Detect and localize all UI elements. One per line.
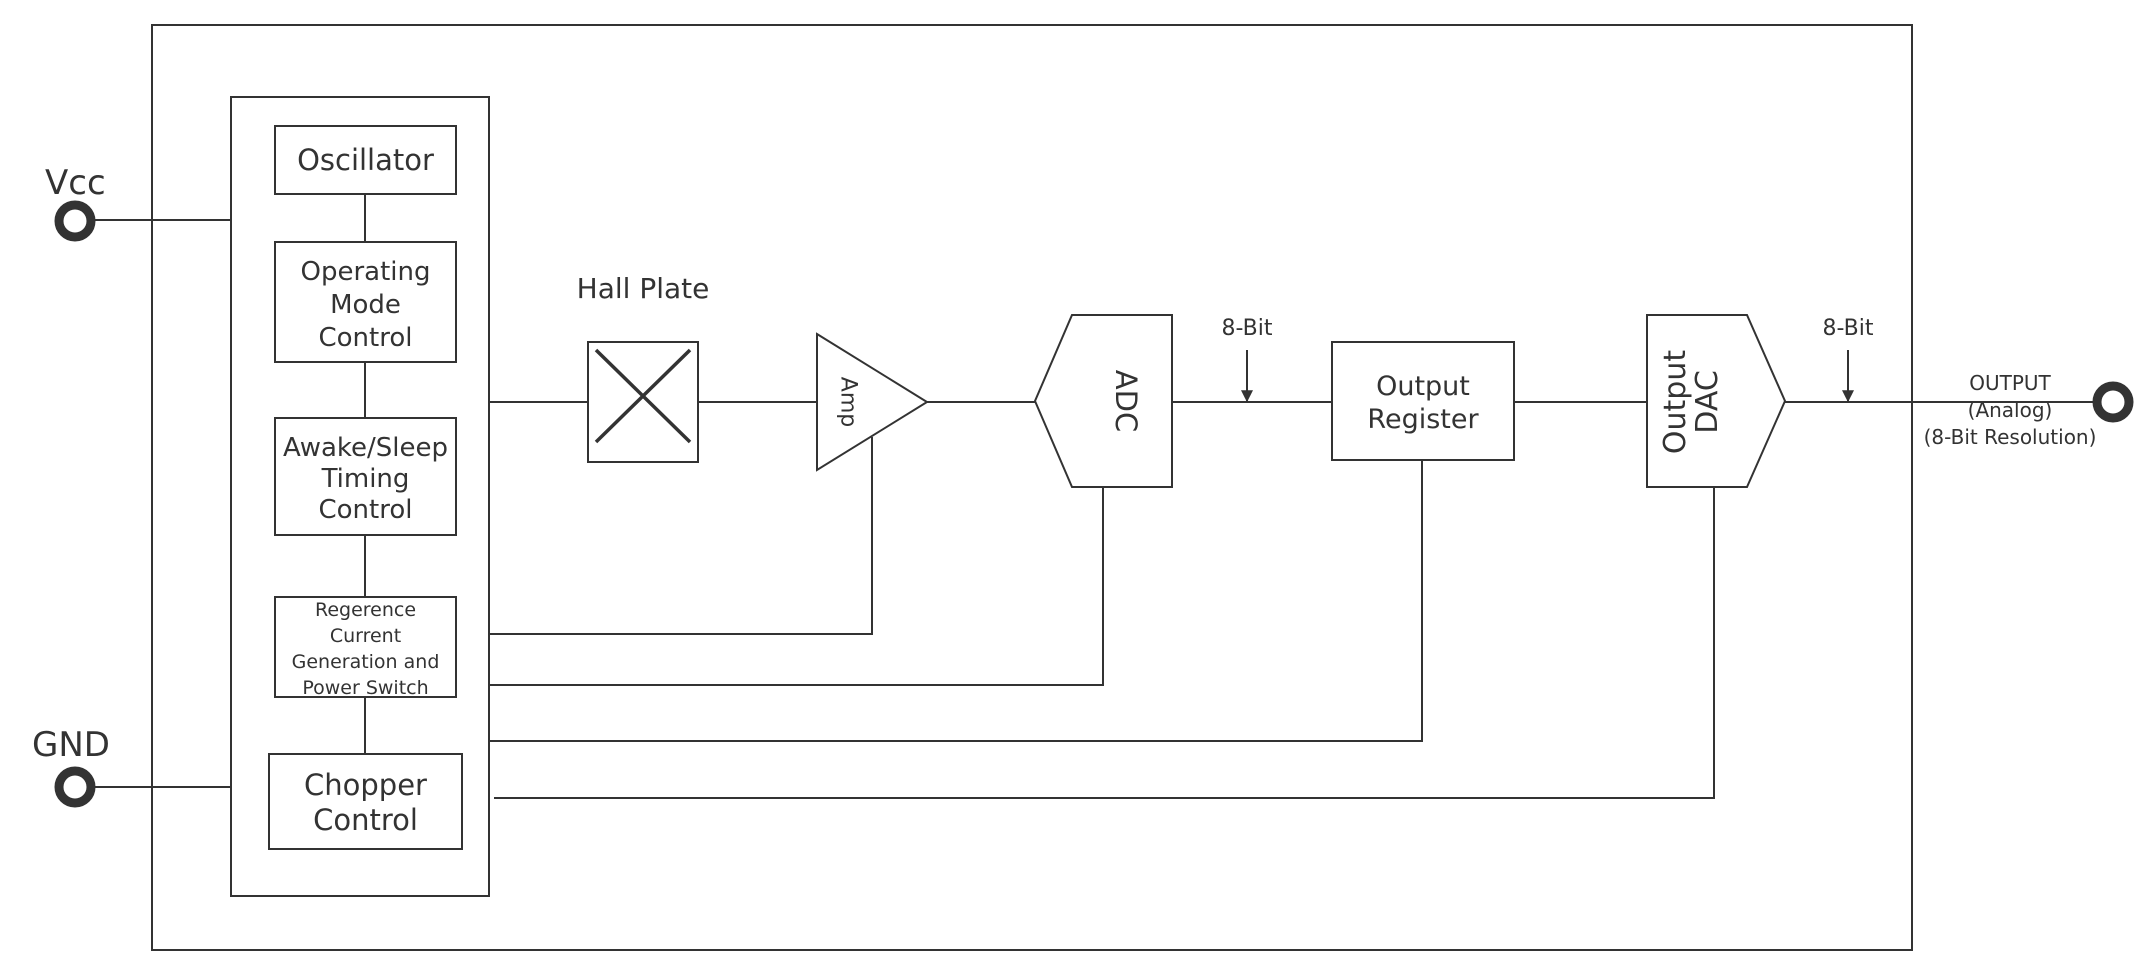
- gnd-label: GND: [32, 725, 110, 765]
- output-register-block: [1331, 341, 1515, 461]
- bus-label-dac-output: 8-Bit: [1823, 316, 1874, 341]
- reference-current-generation-label-line-4: Power Switch: [302, 677, 428, 699]
- reference-current-generation-label-line-3: Generation and: [292, 651, 440, 673]
- output-dac-label-line-2: DAC: [1690, 370, 1725, 434]
- chopper-control-label-line-2: Control: [313, 803, 418, 837]
- vcc-label: Vcc: [45, 163, 106, 203]
- output-terminal: [2092, 381, 2134, 423]
- adc-block: [1033, 314, 1173, 488]
- operating-mode-control-label-line-1: Operating: [301, 257, 431, 287]
- awake-sleep-timing-control-label-line-3: Control: [319, 495, 413, 525]
- output-register-label-line-2: Register: [1367, 404, 1479, 435]
- oscillator-label: Oscillator: [297, 143, 434, 177]
- reference-current-generation-label-line-1: Regerence: [315, 599, 416, 621]
- output-register-label-line-1: Output: [1376, 371, 1470, 402]
- hall-plate-label: Hall Plate: [577, 272, 710, 305]
- output-label-line-1: OUTPUT: [1969, 371, 2051, 395]
- oscillator-label-line-1: Oscillator: [297, 143, 434, 177]
- output-label-line-3: (8-Bit Resolution): [1924, 425, 2097, 449]
- amp-label: Amp: [836, 377, 861, 427]
- awake-sleep-timing-control-label-line-2: Timing: [321, 464, 410, 494]
- hall-plate-cross-2: [594, 348, 692, 444]
- output-label-line-2: (Analog): [1968, 398, 2053, 422]
- vcc-terminal: [54, 200, 96, 242]
- awake-sleep-timing-control-label-line-1: Awake/Sleep: [283, 433, 448, 463]
- output-dac-label: OutputDAC: [1658, 350, 1725, 454]
- wire-control-to-amp: [489, 437, 873, 635]
- gnd-terminal: [54, 766, 96, 808]
- oscillator-block: Oscillator: [274, 125, 457, 195]
- reference-current-generation-label-line-2: Current: [330, 625, 401, 647]
- operating-mode-control-label-line-2: Mode: [330, 290, 401, 320]
- operating-mode-control-label-line-3: Control: [319, 323, 413, 353]
- chopper-control-label-line-1: Chopper: [304, 768, 427, 802]
- wire-control-to-dac: [494, 487, 1715, 799]
- wire-control-to-adc: [489, 487, 1104, 686]
- adc-label: ADC: [1109, 370, 1143, 432]
- output-dac-block: [1646, 314, 1787, 488]
- bus-label-adc-register: 8-Bit: [1222, 316, 1273, 341]
- wire-control-to-register: [489, 460, 1423, 742]
- output-dac-label-line-1: Output: [1658, 350, 1693, 454]
- output-label: OUTPUT (Analog) (8-Bit Resolution): [1924, 371, 2097, 449]
